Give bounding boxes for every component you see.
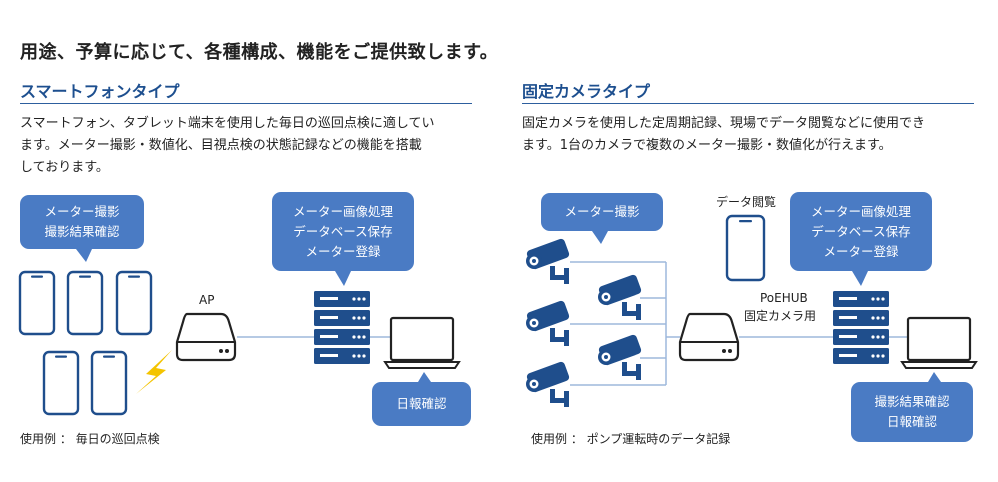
- camera-example-caption: 使用例 ： ポンプ運転時のデータ記録: [531, 432, 731, 446]
- laptop-icon: [383, 316, 461, 370]
- desc-line: 固定カメラを使用した定周期記録、現場でデータ閲覧などに使用でき: [522, 116, 926, 131]
- smartphone-icon: [18, 270, 56, 336]
- bubble-line: 撮影結果確認: [874, 394, 950, 409]
- camera-title-rule: [522, 103, 974, 104]
- camera-icon: [597, 273, 643, 320]
- bubble-line: メーター撮影: [564, 204, 640, 219]
- bubble-line: データベース保存: [293, 223, 393, 239]
- access-point-icon: [175, 312, 237, 362]
- smartphone-icon: [42, 350, 80, 416]
- bubble-line: 撮影結果確認: [44, 224, 120, 239]
- viewer-phone-icon: [725, 214, 766, 282]
- smartphone-icon: [66, 270, 104, 336]
- wireless-bolt-icon: [136, 350, 172, 394]
- camera-icon: [597, 333, 643, 380]
- smartphone-example-caption: 使用例 ： 毎日の巡回点検: [20, 432, 160, 446]
- camera-icon: [525, 237, 571, 284]
- desc-line: スマートフォン、タブレット端末を使用した毎日の巡回点検に適してい: [20, 116, 435, 131]
- page-headline: 用途、予算に応じて、各種構成、機能をご提供致します。: [20, 42, 499, 63]
- poe-hub-icon: [678, 312, 740, 362]
- server-icon: [833, 291, 889, 364]
- data-view-label: データ閲覧: [716, 195, 777, 209]
- server-icon: [314, 291, 370, 364]
- poe-hub-label: PoEHUB: [760, 291, 808, 305]
- camera-section-title: 固定カメラタイプ: [522, 82, 651, 101]
- desc-line: ます。メーター撮影・数値化、目視点検の状態記録などの機能を搭載: [20, 138, 422, 153]
- camera-description: 固定カメラを使用した定周期記録、現場でデータ閲覧などに使用でき ます。1台のカメ…: [522, 113, 992, 157]
- camera-icon: [525, 360, 571, 407]
- bubble-line: 日報確認: [396, 396, 447, 411]
- server-functions-bubble: メーター画像処理 データベース保存 メーター登録: [272, 192, 414, 271]
- poe-hub-sublabel: 固定カメラ用: [744, 309, 817, 323]
- bubble-line: メーター画像処理: [810, 203, 911, 219]
- bubble-line: 日報確認: [886, 414, 937, 429]
- smartphone-section-title: スマートフォンタイプ: [20, 82, 180, 101]
- smartphone-title-rule: [20, 103, 472, 104]
- smartphone-icon: [90, 350, 128, 416]
- laptop-icon: [900, 316, 978, 370]
- laptop-functions-bubble: 撮影結果確認 日報確認: [851, 382, 973, 442]
- bubble-line: メーター画像処理: [292, 203, 393, 219]
- smartphone-icon: [115, 270, 153, 336]
- smartphone-description: スマートフォン、タブレット端末を使用した毎日の巡回点検に適してい ます。メーター…: [20, 113, 490, 179]
- bubble-line: データベース保存: [811, 223, 911, 239]
- bubble-line: メーター登録: [305, 243, 381, 259]
- server-functions-bubble: メーター画像処理 データベース保存 メーター登録: [790, 192, 932, 271]
- desc-line: しております。: [20, 160, 109, 175]
- phone-functions-bubble: メーター撮影 撮影結果確認: [20, 195, 144, 249]
- bubble-line: メーター撮影: [44, 204, 120, 219]
- ap-label: AP: [199, 293, 215, 307]
- desc-line: ます。1台のカメラで複数のメーター撮影・数値化が行えます。: [522, 138, 892, 153]
- camera-icon: [525, 299, 571, 346]
- laptop-functions-bubble: 日報確認: [372, 382, 471, 426]
- camera-function-bubble: メーター撮影: [541, 193, 663, 231]
- bubble-line: メーター登録: [823, 243, 899, 259]
